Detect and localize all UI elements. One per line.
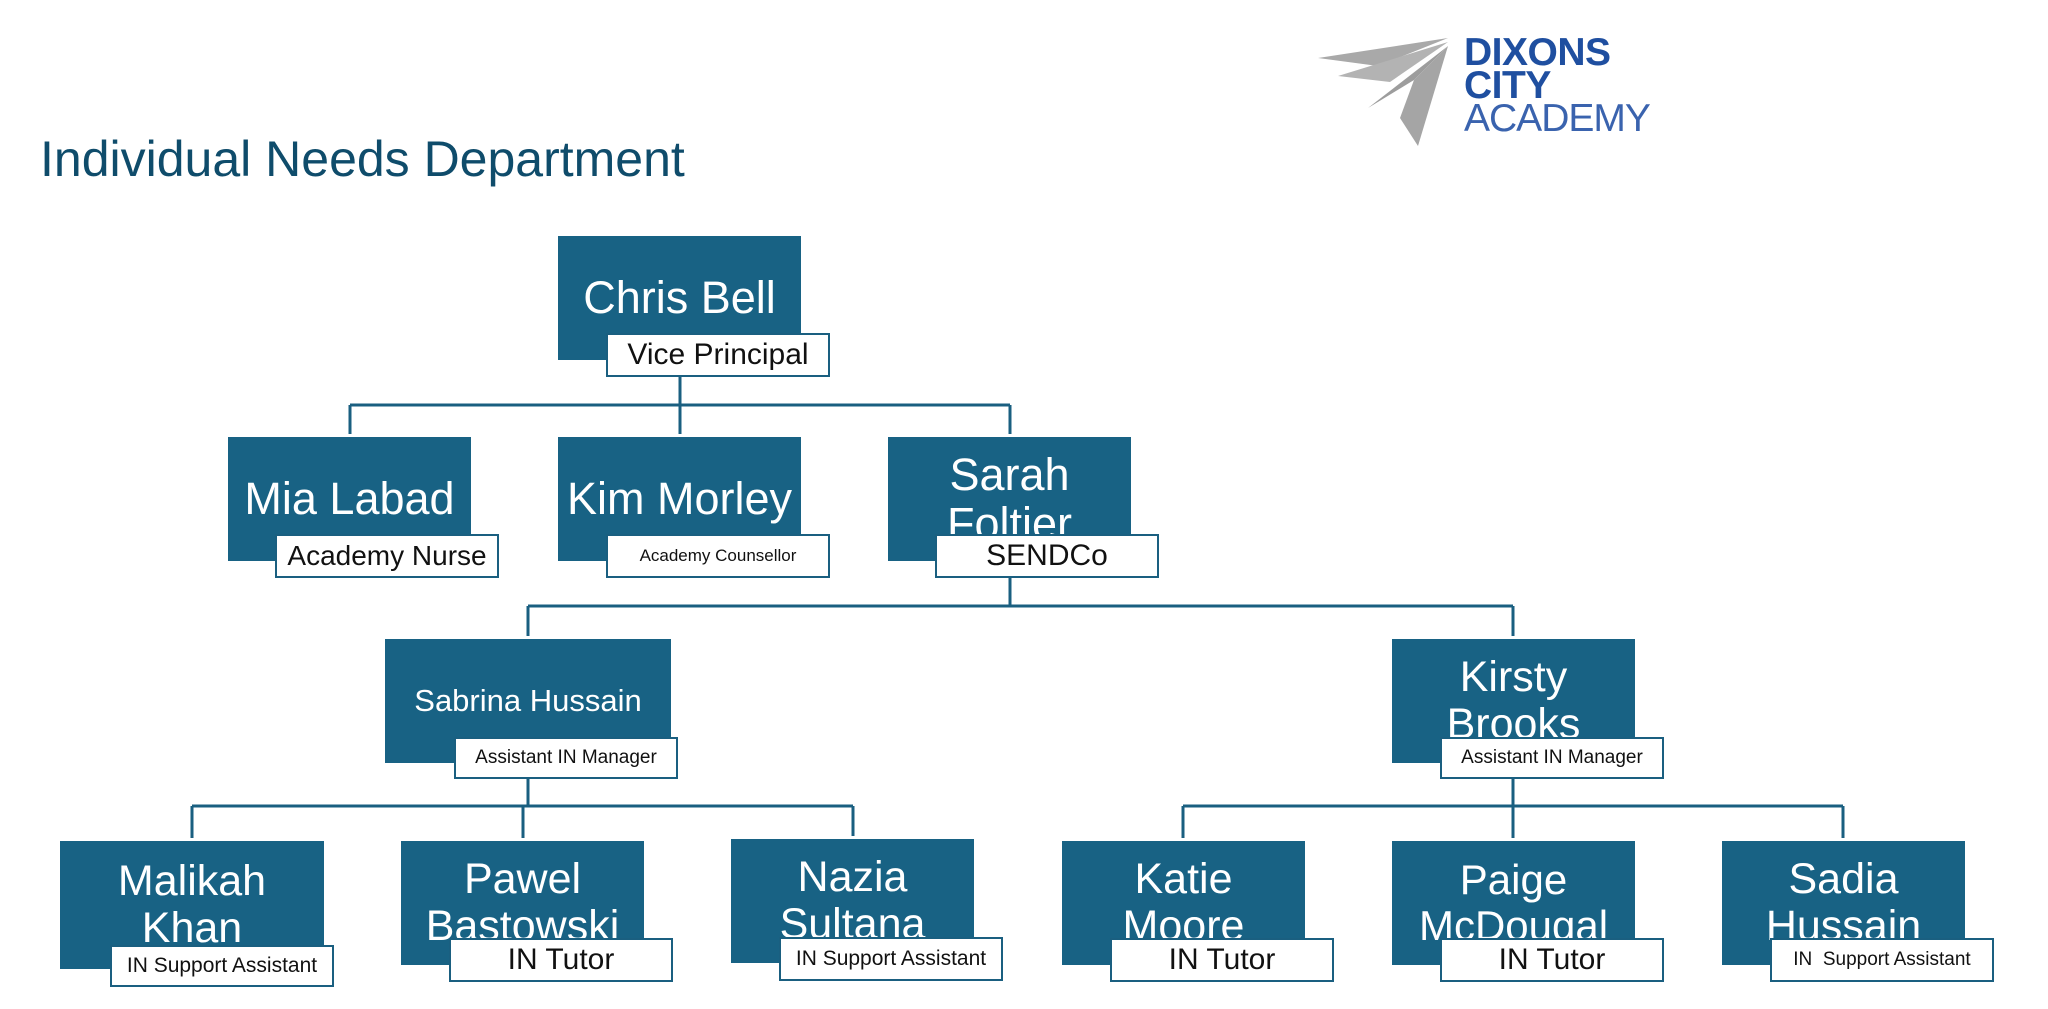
node-role: Academy Nurse <box>275 534 499 578</box>
page-title: Individual Needs Department <box>40 131 685 187</box>
node-role: Vice Principal <box>606 333 830 377</box>
logo-text-city: CITY <box>1464 64 1551 107</box>
node-role: IN Tutor <box>1110 938 1334 982</box>
node-role: IN Support Assistant <box>1770 938 1994 982</box>
connector-level2 <box>526 577 1515 636</box>
node-role: IN Tutor <box>1440 938 1664 982</box>
arrow-logo-icon <box>1318 38 1448 146</box>
node-role: IN Support Assistant <box>779 937 1003 981</box>
connector-level1 <box>348 376 1012 434</box>
node-role: IN Support Assistant <box>110 945 334 987</box>
node-role: Assistant IN Manager <box>1440 737 1664 779</box>
node-role: SENDCo <box>935 534 1159 578</box>
logo-text-academy: ACADEMY <box>1464 97 1651 140</box>
connector-level3-right <box>1181 778 1845 838</box>
node-role: Academy Counsellor <box>606 534 830 578</box>
node-role: IN Tutor <box>449 938 673 982</box>
connector-level3-left <box>190 778 855 838</box>
dixons-city-academy-logo: DIXONS CITY ACADEMY <box>1318 31 1658 146</box>
node-role: Assistant IN Manager <box>454 737 678 779</box>
logo-text-dixons: DIXONS <box>1464 31 1611 74</box>
